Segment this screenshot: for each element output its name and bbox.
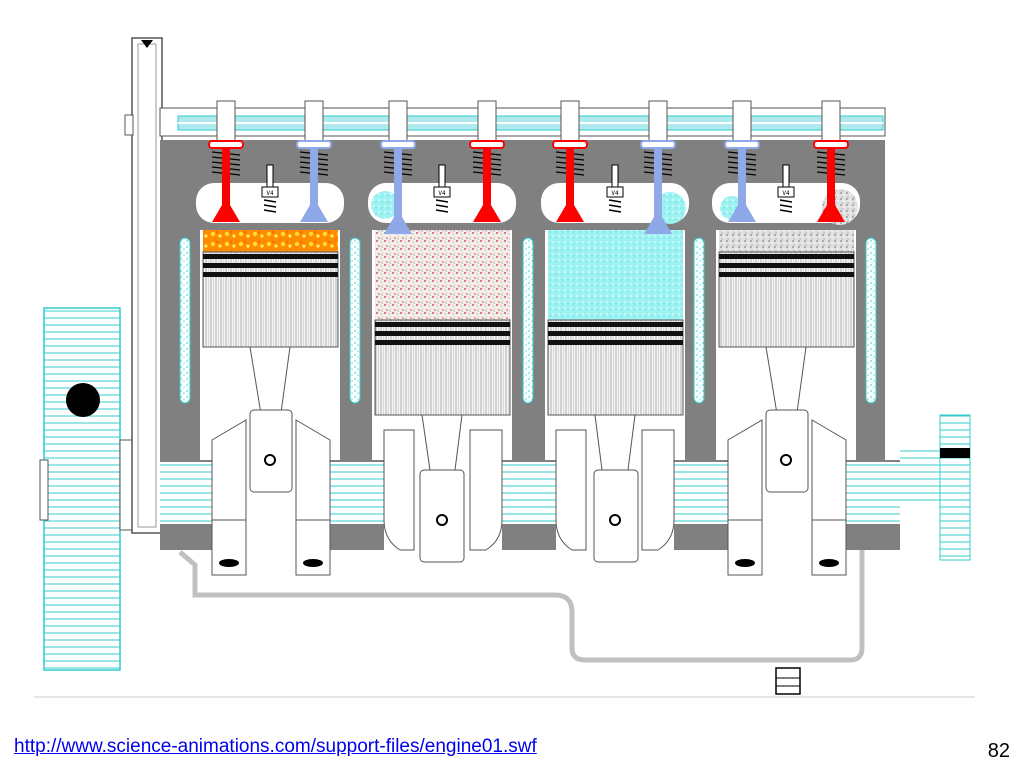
slide-number: 82: [987, 740, 1010, 762]
valves: [208, 100, 849, 234]
valve-8: [813, 100, 849, 222]
main-bearings: [160, 462, 900, 524]
spark-plug-label: V4: [611, 190, 619, 197]
cylinder-3: [547, 230, 684, 563]
combustion-chamber-3: [548, 230, 683, 320]
connecting-rod-1: [249, 409, 293, 493]
valve-2: [296, 100, 332, 222]
spark-plugs: V4 V4 V4 V4: [261, 164, 795, 213]
cylinder-2: [374, 230, 511, 563]
valve-5: [552, 100, 588, 222]
oil-drain-plug: [775, 667, 801, 695]
spark-plug-label: V4: [438, 190, 446, 197]
cylinder-4: [718, 230, 855, 576]
valve-3: [380, 100, 416, 234]
coolant-passages: [179, 237, 877, 404]
camshaft: [159, 107, 886, 137]
combustion-chamber-4: [719, 230, 854, 252]
spark-plug-4: V4: [777, 164, 795, 213]
flywheel: [39, 307, 135, 671]
source-link[interactable]: http://www.science-animations.com/suppor…: [14, 736, 537, 757]
spark-plug-3: V4: [606, 164, 624, 213]
engine-diagram: V4 V4 V4 V4: [34, 37, 975, 698]
connecting-rod-4: [765, 409, 809, 493]
cylinder-1: [202, 230, 339, 576]
crank-output-flange: [900, 414, 971, 561]
spark-plug-label: V4: [782, 190, 790, 197]
spark-plug-1: V4: [261, 164, 279, 213]
valve-7: [724, 100, 760, 222]
combustion-chamber-2: [375, 230, 510, 320]
timing-belt: [124, 37, 163, 534]
combustion-chamber-1: [203, 230, 338, 252]
valve-1: [208, 100, 244, 222]
valve-6: [640, 100, 676, 234]
spark-plug-label: V4: [266, 190, 274, 197]
oil-line: [178, 540, 865, 663]
flywheel-timing-hole: [66, 383, 100, 417]
valve-4: [469, 100, 505, 222]
spark-plug-2: V4: [433, 164, 451, 213]
